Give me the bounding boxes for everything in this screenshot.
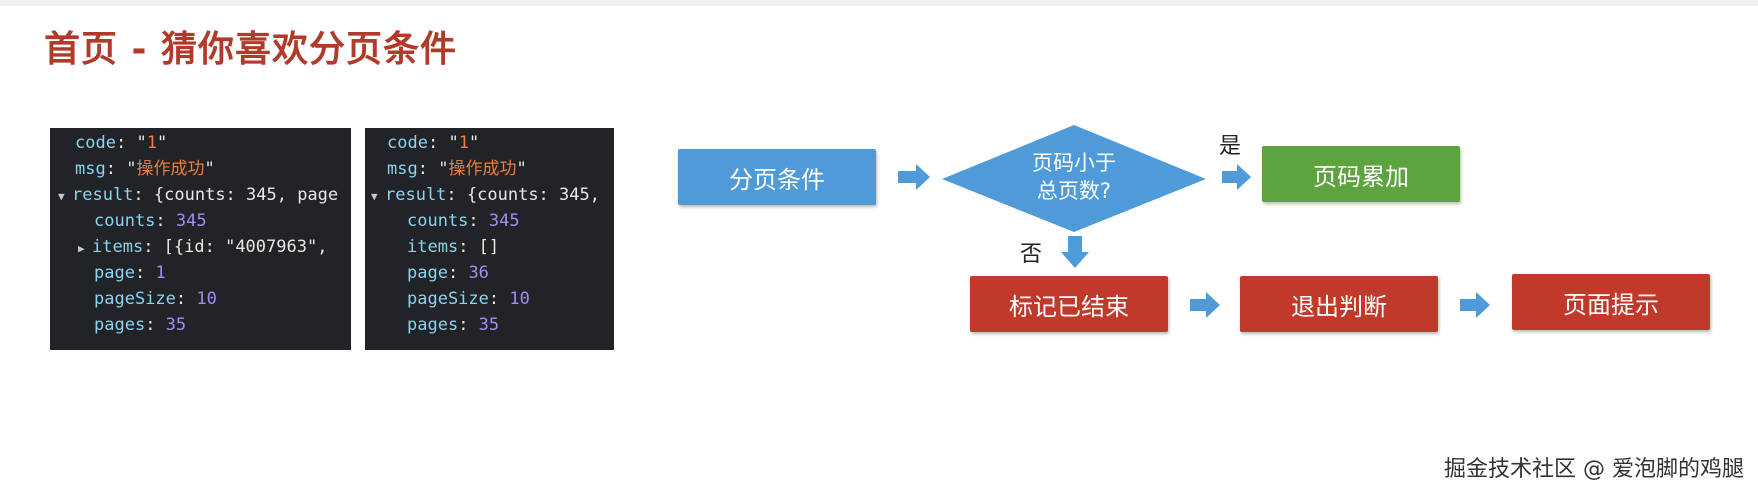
result-line[interactable]: ▼result: {counts: 345, — [371, 184, 600, 208]
yes-label: 是 — [1219, 134, 1242, 159]
result-line[interactable]: ▼result: {counts: 345, page — [58, 184, 338, 208]
pagesize-line: pageSize: 10 — [94, 289, 217, 309]
counts-line: counts: 345 — [94, 211, 207, 231]
json-panel-1: code: "1" msg: "操作成功" ▼result: {counts: … — [50, 128, 351, 350]
expanded-triangle-icon[interactable]: ▼ — [58, 190, 65, 203]
pages-line: pages: 35 — [94, 315, 187, 335]
pages-line: pages: 35 — [407, 315, 500, 335]
collapsed-triangle-icon[interactable]: ▶ — [78, 242, 85, 255]
items-line[interactable]: ▶items: [{id: "4007963", — [78, 236, 327, 260]
no-label: 否 — [1020, 242, 1043, 267]
json-panel-2: code: "1" msg: "操作成功" ▼result: {counts: … — [365, 128, 614, 350]
page-line: page: 36 — [407, 263, 489, 283]
arrow-right-icon — [1460, 292, 1490, 318]
watermark: 掘金技术社区 @ 爱泡脚的鸡腿 — [1444, 457, 1744, 482]
arrow-down-icon — [1061, 236, 1089, 268]
page-hint-node: 页面提示 — [1512, 274, 1710, 330]
decision-line-2: 总页数? — [1036, 179, 1112, 203]
page-line: page: 1 — [94, 263, 166, 283]
decision-label: 页码小于 总页数? — [1000, 149, 1148, 205]
top-divider — [0, 0, 1758, 6]
code-line: code: "1" — [387, 133, 480, 153]
pagesize-line: pageSize: 10 — [407, 289, 530, 309]
exit-check-node: 退出判断 — [1240, 276, 1438, 332]
decision-node — [942, 125, 1206, 232]
msg-line: msg: "操作成功" — [75, 159, 215, 179]
msg-line: msg: "操作成功" — [387, 159, 527, 179]
decision-line-1: 页码小于 — [1032, 151, 1116, 175]
arrow-right-icon — [1190, 292, 1220, 318]
mark-finished-node: 标记已结束 — [970, 276, 1168, 332]
items-line: items: [] — [407, 237, 500, 257]
page-title: 首页 - 猜你喜欢分页条件 — [44, 29, 458, 70]
arrow-right-icon — [1222, 164, 1251, 190]
expanded-triangle-icon[interactable]: ▼ — [371, 190, 378, 203]
page-increment-node: 页码累加 — [1262, 146, 1460, 202]
arrow-right-icon — [898, 164, 930, 190]
counts-line: counts: 345 — [407, 211, 520, 231]
code-line: code: "1" — [75, 133, 168, 153]
start-node: 分页条件 — [678, 149, 876, 205]
